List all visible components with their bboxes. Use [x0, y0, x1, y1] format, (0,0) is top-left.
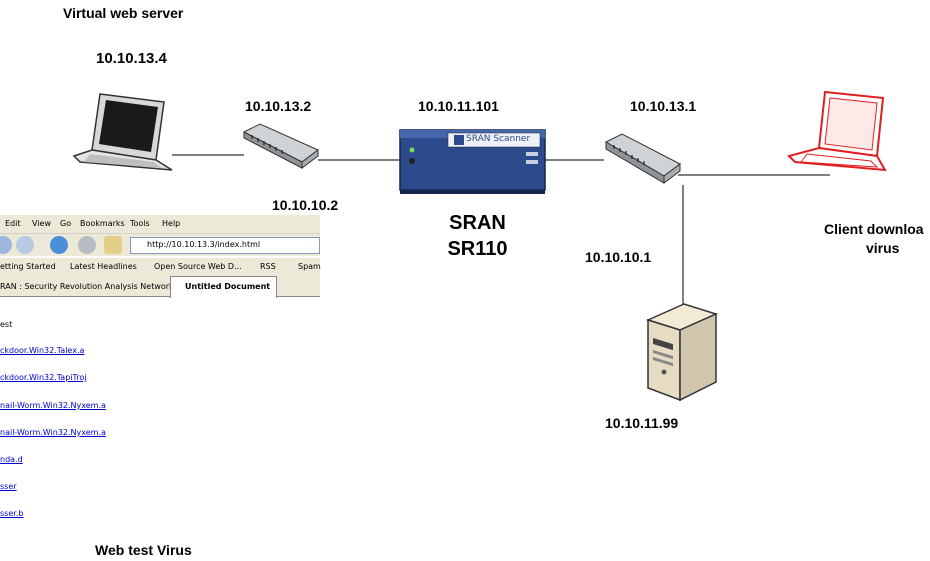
browser-screenshot: Edit View Go Bookmarks Tools Help http:/…: [0, 215, 321, 525]
bookmarks-toolbar: etting Started Latest Headlines Open Sou…: [0, 257, 321, 277]
left-switch-ip-bottom: 10.10.10.2: [272, 197, 339, 213]
sran-ip: 10.10.11.101: [418, 98, 499, 114]
address-url: http://10.10.13.3/index.html: [147, 240, 261, 249]
reload-icon[interactable]: [50, 236, 68, 254]
virus-link[interactable]: nda.d: [0, 455, 23, 464]
browser-nav-bar: http://10.10.13.3/index.html: [0, 234, 320, 256]
client-caption-line1: Client downloa: [824, 221, 924, 237]
right-switch-ip-top: 10.10.13.1: [630, 98, 697, 114]
bookmark-getting-started[interactable]: etting Started: [0, 262, 56, 271]
stop-icon[interactable]: [78, 236, 96, 254]
bookmark-rss[interactable]: RSS: [260, 262, 276, 271]
sran-name-line1: SRAN: [449, 212, 506, 234]
back-icon[interactable]: [0, 236, 12, 254]
virtual-server-ip: 10.10.13.4: [96, 50, 167, 67]
menu-help[interactable]: Help: [162, 219, 181, 228]
bookmark-latest-headlines[interactable]: Latest Headlines: [70, 262, 137, 271]
menu-bookmarks[interactable]: Bookmarks: [80, 219, 125, 228]
menu-view[interactable]: View: [32, 219, 51, 228]
client-caption-line2: virus: [866, 240, 900, 256]
address-input[interactable]: http://10.10.13.3/index.html: [130, 237, 320, 254]
right-switch-ip-bottom: 10.10.10.1: [585, 249, 652, 265]
page-heading: est: [0, 320, 13, 329]
virus-link[interactable]: nail-Worm.Win32.Nyxem.a: [0, 428, 106, 437]
bookmark-spam[interactable]: Spam: [298, 262, 321, 271]
sran-appliance-icon: [399, 129, 546, 194]
forward-icon[interactable]: [16, 236, 34, 254]
bookmark-open-source[interactable]: Open Source Web D...: [154, 262, 242, 271]
menu-tools[interactable]: Tools: [130, 219, 150, 228]
virus-link[interactable]: ckdoor.Win32.Talex.a: [0, 346, 85, 355]
menu-go[interactable]: Go: [60, 219, 72, 228]
server-ip: 10.10.11.99: [605, 415, 679, 431]
server-tower-icon: [645, 303, 719, 402]
virtual-server-caption: Virtual web server: [63, 5, 184, 21]
virus-link[interactable]: sser: [0, 482, 17, 491]
home-icon[interactable]: [104, 236, 122, 254]
virus-link[interactable]: nail-Worm.Win32.Nyxem.a: [0, 401, 106, 410]
web-test-caption: Web test Virus: [95, 542, 192, 558]
browser-tab-bar: RAN : Security Revolution Analysis Netwo…: [0, 276, 320, 298]
menu-edit[interactable]: Edit: [5, 219, 21, 228]
sran-name-line2: SR110: [447, 238, 508, 260]
client-laptop-icon: [787, 90, 887, 172]
left-switch-ip-top: 10.10.13.2: [245, 98, 312, 114]
left-switch-icon: [242, 123, 319, 169]
virus-link[interactable]: ckdoor.Win32.TapiTroj: [0, 373, 87, 382]
sran-model-name: SRAN SR110: [430, 210, 525, 262]
right-switch-icon: [604, 133, 681, 184]
tab-untitled-document[interactable]: Untitled Document: [170, 276, 278, 298]
tab-sran[interactable]: RAN : Security Revolution Analysis Netwo…: [0, 282, 174, 291]
virus-link[interactable]: sser.b: [0, 509, 24, 518]
sran-panel-label: SRAN Scanner: [466, 134, 531, 144]
laptop-icon: [72, 93, 173, 171]
browser-menu-bar: Edit View Go Bookmarks Tools Help: [0, 215, 320, 234]
